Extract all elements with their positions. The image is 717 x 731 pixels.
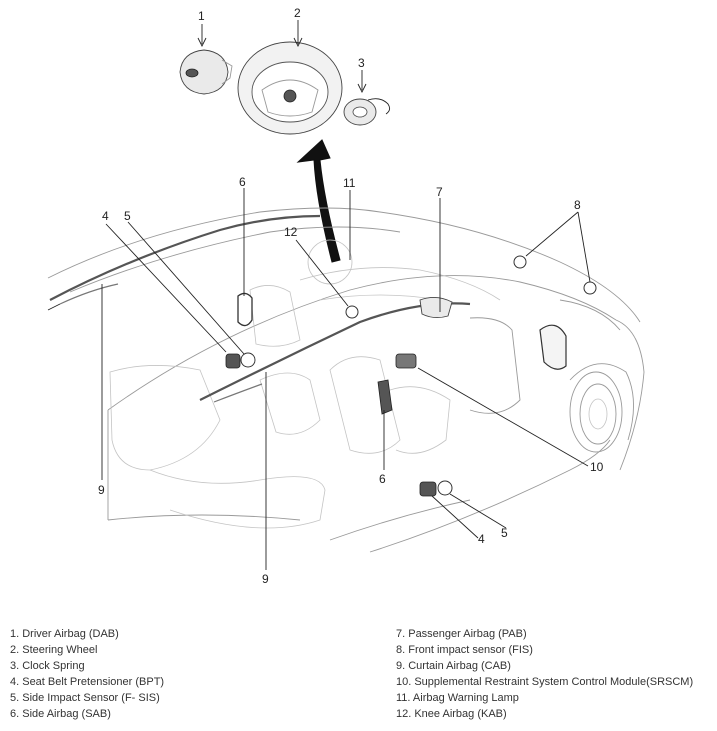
legend-item: 7. Passenger Airbag (PAB) xyxy=(396,628,527,640)
legend-left-column: 1. Driver Airbag (DAB) 2. Steering Wheel… xyxy=(10,626,164,722)
srscm-module xyxy=(395,353,417,369)
vehicle-body xyxy=(47,207,645,553)
clock-spring xyxy=(343,98,391,126)
callout-6-front: 6 xyxy=(379,472,386,486)
legend-item: 4. Seat Belt Pretensioner (BPT) xyxy=(10,676,165,688)
leader-lines xyxy=(101,20,591,570)
steering-wheel xyxy=(237,41,343,135)
front-impact-sensor-left xyxy=(513,255,527,269)
callout-6-rear: 6 xyxy=(239,175,246,189)
side-impact-sensor-rear xyxy=(240,352,256,368)
legend-item: 1. Driver Airbag (DAB) xyxy=(10,628,119,640)
legend-item: 9. Curtain Airbag (CAB) xyxy=(396,660,511,672)
callout-1: 1 xyxy=(198,9,205,23)
callout-11: 11 xyxy=(343,176,356,190)
side-airbag-rear xyxy=(237,292,253,327)
callout-9-bottom: 9 xyxy=(262,572,269,586)
callout-4-front: 4 xyxy=(478,532,485,546)
legend-item: 8. Front impact sensor (FIS) xyxy=(396,644,533,656)
driver-airbag xyxy=(179,49,233,95)
callout-3: 3 xyxy=(358,56,365,70)
legend-item: 5. Side Impact Sensor (F- SIS) xyxy=(10,692,160,704)
side-impact-sensor-front xyxy=(437,480,453,496)
callout-labels: 1 2 3 6 11 7 8 4 5 12 6 10 9 4 5 9 xyxy=(98,6,604,586)
callout-8: 8 xyxy=(574,198,581,212)
passenger-airbag xyxy=(419,297,453,319)
legend-item: 6. Side Airbag (SAB) xyxy=(10,708,111,720)
curtain-airbag-left xyxy=(47,214,321,311)
callout-5-rear: 5 xyxy=(124,209,131,223)
callout-5-front: 5 xyxy=(501,526,508,540)
assembly-arrow xyxy=(296,139,341,263)
legend-item: 2. Steering Wheel xyxy=(10,644,98,656)
legend-item: 10. Supplemental Restraint System Contro… xyxy=(396,676,694,688)
pretensioner-rear xyxy=(225,353,241,369)
legend: 1. Driver Airbag (DAB) 2. Steering Wheel… xyxy=(0,626,717,726)
callout-9-left: 9 xyxy=(98,483,105,497)
callout-10: 10 xyxy=(590,460,604,474)
legend-item: 3. Clock Spring xyxy=(10,660,85,672)
front-impact-sensor-right xyxy=(583,281,597,295)
side-airbag-front xyxy=(377,379,393,415)
pretensioner-front xyxy=(419,481,437,497)
knee-airbag xyxy=(345,305,359,319)
legend-right-column: 7. Passenger Airbag (PAB) 8. Front impac… xyxy=(396,626,693,722)
callout-2: 2 xyxy=(294,6,301,20)
callout-7: 7 xyxy=(436,185,443,199)
legend-item: 11. Airbag Warning Lamp xyxy=(396,692,519,704)
callout-4-rear: 4 xyxy=(102,209,109,223)
callout-12: 12 xyxy=(284,225,298,239)
legend-item: 12. Knee Airbag (KAB) xyxy=(396,708,507,720)
airbag-component-diagram: 1 2 3 6 11 7 8 4 5 12 6 10 9 4 5 9 xyxy=(47,6,645,586)
